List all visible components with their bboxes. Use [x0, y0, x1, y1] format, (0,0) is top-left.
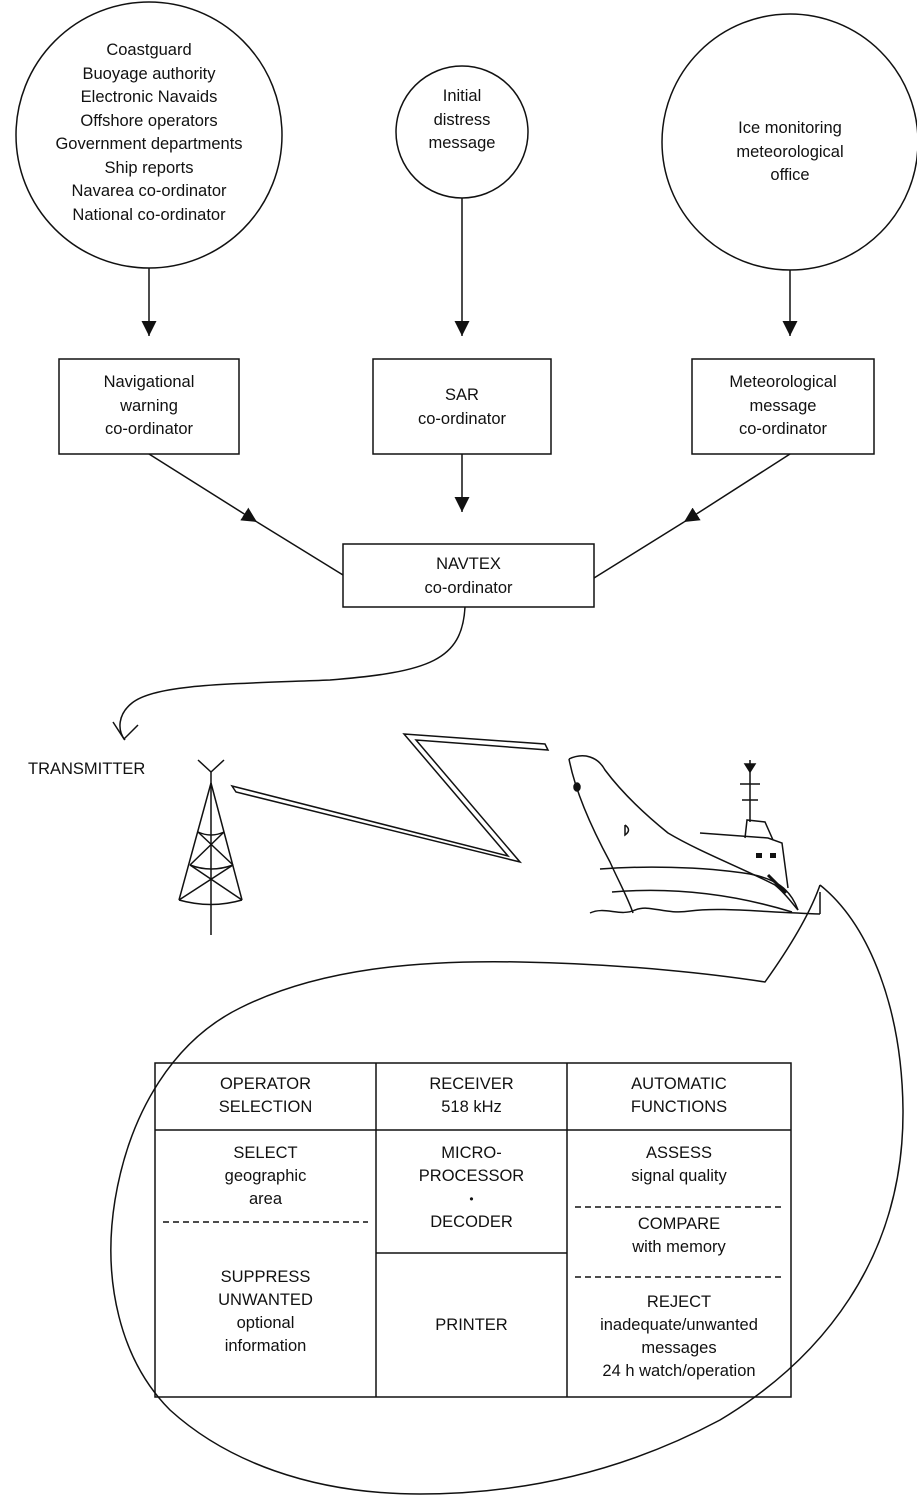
sar-box-text: SAR co-ordinator: [373, 384, 551, 431]
arrow-met-to-navtex-tail: [593, 521, 685, 579]
receiver-callout-bubble: [110, 884, 904, 1495]
transmitter-mast-icon: [178, 759, 243, 935]
cell-reject: REJECT inadequate/unwanted messages 24 h…: [600, 1293, 758, 1380]
transmitter-label: TRANSMITTER: [28, 760, 146, 778]
arrow-met-to-navtex-head: [683, 453, 791, 523]
cell-assess: ASSESS signal quality: [631, 1144, 727, 1185]
left-circle-line-4: Offshore operators: [80, 111, 218, 130]
left-circle-line-2: Buoyage authority: [82, 64, 216, 83]
cell-select-area: SELECT geographic area: [224, 1144, 307, 1208]
left-circle-line-1: Coastguard: [106, 41, 192, 59]
arrow-nav-to-navtex-tail: [256, 521, 344, 576]
middle-circle-text: Initial distress message: [402, 85, 522, 156]
header-receiver: RECEIVER 518 kHz: [429, 1075, 514, 1116]
middle-circle-line-1: Initial: [442, 87, 482, 105]
navtex-line-2: co-ordinator: [424, 578, 513, 597]
navigational-box-text: Navigational warning co-ordinator: [59, 371, 239, 442]
left-circle-line-6: Ship reports: [104, 158, 194, 177]
meteorological-line-3: co-ordinator: [738, 420, 828, 438]
arrow-navtex-to-transmitter: [119, 606, 466, 741]
ship-icon: [568, 755, 821, 915]
cell-compare: COMPARE with memory: [632, 1215, 726, 1256]
right-circle-line-2: meteorological: [736, 142, 844, 161]
meteorological-box-text: Meteorological message co-ordinator: [692, 371, 874, 442]
box-navtex: [342, 543, 595, 608]
middle-circle-line-2: distress: [433, 110, 491, 129]
cell-printer: PRINTER: [435, 1316, 508, 1334]
header-operator-selection: OPERATOR SELECTION: [218, 1075, 313, 1116]
left-circle-text: Coastguard Buoyage authority Electronic …: [19, 39, 279, 227]
left-circle-line-5: Government departments: [55, 135, 243, 153]
left-circle-line-7: Navarea co-ordinator: [71, 182, 227, 200]
meteorological-line-1: Meteorological: [729, 373, 837, 391]
navtex-line-1: NAVTEX: [436, 555, 501, 573]
cell-microprocessor-decoder: MICRO- PROCESSOR • DECODER: [418, 1144, 525, 1231]
box-meteorological: [691, 358, 875, 455]
right-circle-line-3: office: [770, 166, 810, 184]
navtex-box-text: NAVTEX co-ordinator: [343, 553, 594, 600]
right-circle-line-1: Ice monitoring: [738, 119, 842, 137]
navigational-line-1: Navigational: [103, 373, 195, 391]
sar-line-2: co-ordinator: [417, 409, 507, 428]
left-circle-line-3: Electronic Navaids: [80, 88, 218, 106]
navigational-line-3: co-ordinator: [104, 420, 194, 438]
header-automatic-functions: AUTOMATIC FUNCTIONS: [630, 1075, 728, 1116]
meteorological-line-2: message: [749, 396, 817, 415]
middle-circle-line-3: message: [428, 134, 496, 152]
sar-line-1: SAR: [445, 386, 479, 404]
arrow-navtex-to-transmitter-head: [112, 721, 139, 741]
right-circle-text: Ice monitoring meteorological office: [700, 117, 880, 188]
arrow-nav-to-navtex-head: [148, 453, 258, 523]
cell-suppress-unwanted: SUPPRESS UNWANTED optional information: [218, 1268, 313, 1355]
radio-signal-icon: [230, 733, 550, 864]
navigational-line-2: warning: [120, 396, 178, 415]
receiver-table: [154, 1062, 792, 1398]
left-circle-line-8: National co-ordinator: [72, 205, 226, 224]
